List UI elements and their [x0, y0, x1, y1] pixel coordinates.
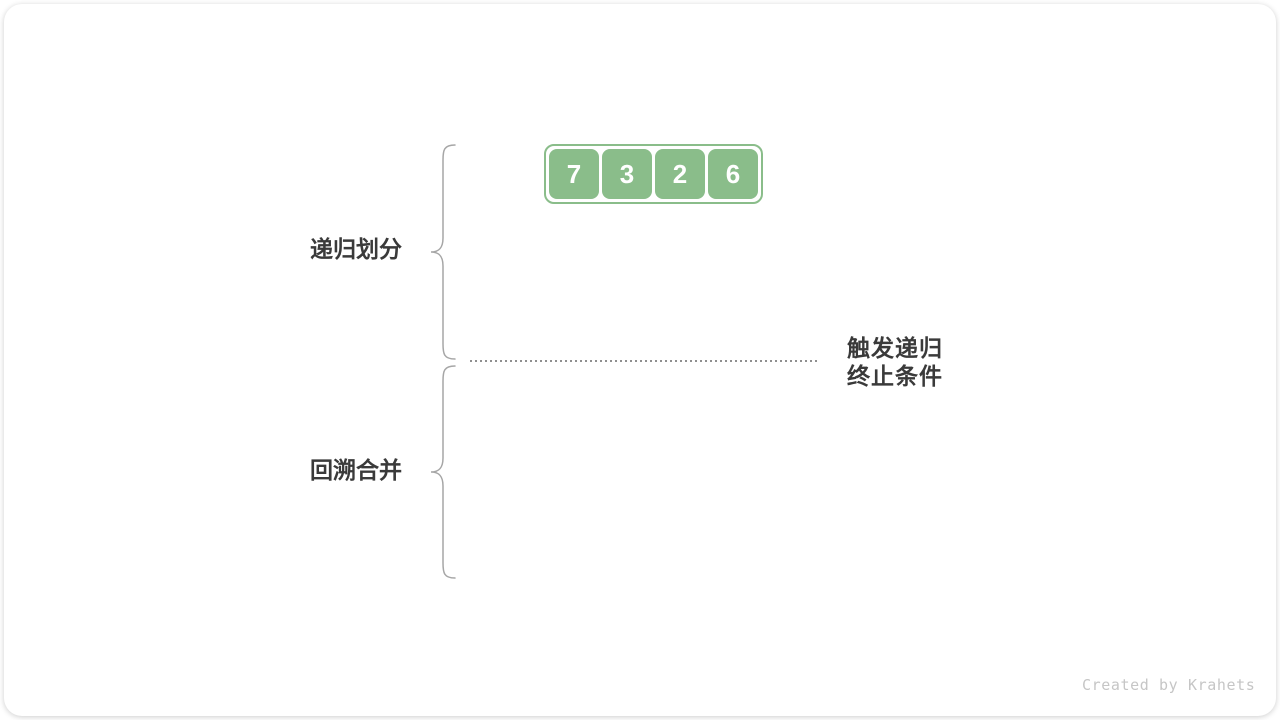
label-recursive-divide: 递归划分 — [310, 236, 402, 262]
termination-condition-note: 触发递归 终止条件 — [847, 334, 943, 390]
curly-brace-merge — [430, 365, 456, 579]
termination-note-line1: 触发递归 — [847, 335, 943, 361]
curly-brace-divide — [430, 144, 456, 360]
label-backtrack-merge: 回溯合并 — [310, 457, 402, 483]
watermark-credit: Created by Krahets — [1082, 676, 1256, 694]
array-cell: 2 — [655, 149, 705, 199]
diagram-card: 7 3 2 6 递归划分 回溯合并 触发递归 终止条件 Created by K… — [4, 4, 1276, 716]
array-cell: 7 — [549, 149, 599, 199]
array-cell: 3 — [602, 149, 652, 199]
array-cell: 6 — [708, 149, 758, 199]
termination-note-line2: 终止条件 — [847, 363, 943, 389]
termination-dotted-line — [470, 360, 820, 362]
array-container: 7 3 2 6 — [544, 144, 763, 204]
